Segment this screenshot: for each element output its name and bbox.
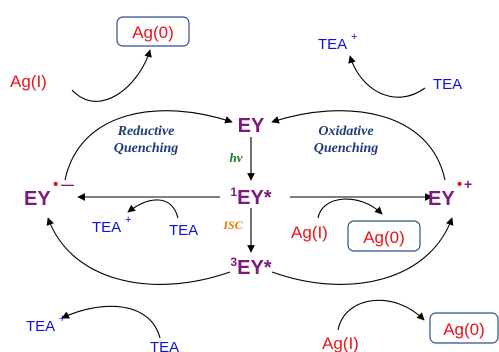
upper-right-cycle-arc — [271, 110, 446, 181]
bottom-right-ag-arc — [337, 299, 425, 331]
top-left-ag-arc — [71, 49, 152, 102]
cycle-arrows — [46, 49, 454, 339]
hv-label: hν — [230, 150, 243, 165]
tea-cation-middle-left-label: TEA — [92, 219, 121, 236]
bottom-left-tea-arc — [61, 305, 161, 339]
tea-middle-left: TEA — [169, 222, 198, 239]
ag0-box-top — [116, 16, 190, 47]
ey-radical-cation-label: EY — [428, 188, 455, 210]
ag0-box-bottom — [429, 312, 499, 344]
tea-cation-top-right-plus: + — [351, 31, 357, 43]
oxidative-quenching-label-line1: Oxidative — [318, 124, 373, 139]
reductive-quenching-label-line1: Reductive — [117, 124, 175, 139]
ag-i-middle-right: Ag(I) — [291, 223, 328, 242]
lower-left-cycle-arc — [46, 217, 231, 285]
reductive-quenching-label-line2: Quenching — [114, 141, 179, 156]
tea-bottom-left: TEA — [150, 339, 179, 352]
ey-radical-anion: EY • — — [24, 176, 74, 210]
top-right-tea-arc — [348, 55, 426, 98]
middle-left-tea-arc — [127, 199, 179, 219]
tea-top-right: TEA — [433, 76, 462, 93]
middle-right-ag-arc — [317, 198, 383, 219]
ag-0-bottom: Ag(0) — [443, 320, 485, 339]
lower-right-cycle-arc — [271, 217, 454, 285]
ag-0-top: Ag(0) — [132, 23, 174, 42]
ey-radical-cation-dot: • — [457, 176, 462, 193]
ag0-boxes — [116, 16, 499, 344]
tea-cation-bottom-left: TEA + — [26, 313, 65, 335]
ey-radical-anion-label: EY — [24, 188, 51, 210]
oxidative-quenching-label-line2: Quenching — [314, 141, 379, 156]
ag-i-bottom-right: Ag(I) — [322, 334, 359, 352]
isc-label: ISC — [222, 218, 243, 232]
ey-triplet-excited: 3EY* — [230, 255, 271, 279]
ey-singlet-excited: 1EY* — [230, 185, 271, 209]
ag-0-middle: Ag(0) — [363, 228, 405, 247]
ag-i-top-left: Ag(I) — [10, 72, 47, 91]
tea-cation-middle-left: TEA + — [92, 214, 131, 236]
tea-cation-bottom-left-plus: + — [59, 313, 65, 325]
ey-radical-anion-minus: — — [61, 177, 74, 192]
tea-cation-top-right: TEA + — [318, 31, 357, 53]
tea-cation-middle-left-plus: + — [125, 214, 131, 226]
ey-radical-anion-dot: • — [53, 176, 58, 193]
ey-ground-state: EY — [238, 115, 265, 137]
tea-cation-bottom-left-label: TEA — [26, 318, 55, 335]
tea-cation-top-right-label: TEA — [318, 36, 347, 53]
ag0-box-middle — [347, 220, 421, 252]
ey-radical-cation: EY • + — [428, 176, 472, 210]
upper-left-cycle-arc — [64, 110, 233, 181]
ey-radical-cation-plus: + — [464, 176, 472, 192]
